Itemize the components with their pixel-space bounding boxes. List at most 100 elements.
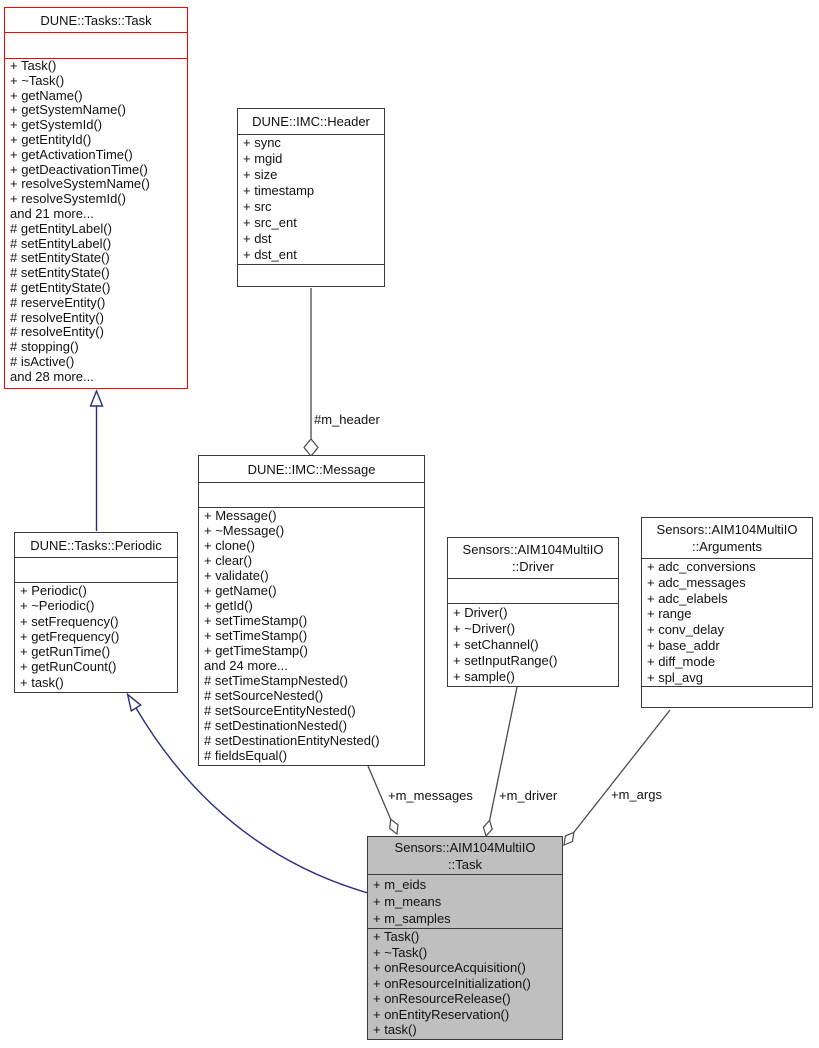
member-line: + setTimeStamp(): [204, 628, 308, 643]
member-line: + getRunCount(): [20, 659, 117, 675]
member-line: + Task(): [373, 929, 420, 944]
class-title-text: DUNE::Tasks::Periodic: [30, 537, 162, 553]
member-line: and 28 more...: [10, 368, 94, 384]
member-line: + resolveSystemId(): [10, 191, 126, 207]
class-attributes: [448, 578, 618, 603]
member-line: + Driver(): [453, 605, 508, 620]
member-line: # setSourceNested(): [204, 688, 324, 703]
member-line: + resolveSystemName(): [10, 176, 150, 192]
member-line: + m_samples: [373, 911, 451, 926]
member-line: # setDestinationEntityNested(): [204, 733, 380, 748]
member-line: + task(): [373, 1022, 417, 1037]
member-line: # isActive(): [10, 353, 75, 369]
member-line: + getName(): [204, 583, 277, 598]
member-line: + conv_delay: [647, 622, 724, 638]
member-line: + getFrequency(): [20, 628, 120, 644]
member-line: # getEntityState(): [10, 279, 111, 295]
edge-label-m-header: #m_header: [314, 412, 380, 427]
member-line: + onEntityReservation(): [373, 1006, 510, 1022]
class-box-sensors-aim104multiio-task: Sensors::AIM104MultiIO ::Task + m_eids+ …: [367, 836, 563, 1040]
inheritance-arrowhead-task: [89, 389, 104, 407]
edge-m-messages: [367, 765, 392, 820]
member-line: and 21 more...: [10, 205, 94, 221]
member-line: + getId(): [204, 598, 253, 613]
member-line: + adc_elabels: [647, 590, 728, 606]
class-box-sensors-aim104multiio-driver[interactable]: Sensors::AIM104MultiIO ::Driver + Driver…: [447, 537, 619, 687]
aggregation-diamond-m-header: [303, 438, 319, 457]
class-methods: [238, 264, 384, 286]
member-line: + ~Message(): [204, 523, 285, 538]
member-line: + mgid: [243, 151, 283, 166]
member-line: # setSourceEntityNested(): [204, 703, 356, 718]
member-line: + timestamp: [243, 183, 315, 198]
class-box-dune-imc-header[interactable]: DUNE::IMC::Header + sync+ mgid+ size+ ti…: [237, 108, 385, 287]
class-box-dune-tasks-task[interactable]: DUNE::Tasks::Task + Task()+ ~Task()+ get…: [4, 7, 188, 389]
member-line: + getEntityId(): [10, 131, 92, 147]
class-attributes: + adc_conversions+ adc_messages+ adc_ela…: [642, 558, 812, 686]
member-line: + base_addr: [647, 637, 720, 653]
class-methods: + Task()+ ~Task()+ onResourceAcquisition…: [368, 928, 562, 1039]
member-line: + sync: [243, 135, 281, 150]
edge-m-driver: [488, 686, 518, 821]
member-line: + spl_avg: [647, 669, 704, 685]
member-line: # stopping(): [10, 339, 79, 355]
edge-inheritance-aim104task-to-periodic: [135, 707, 369, 894]
member-line: and 24 more...: [204, 658, 288, 673]
aggregation-diamond-m-messages: [389, 818, 399, 836]
member-line: # setDestinationNested(): [204, 718, 348, 733]
class-methods: + Driver()+ ~Driver()+ setChannel()+ set…: [448, 603, 618, 686]
member-line: + ~Periodic(): [20, 598, 95, 614]
member-line: + getTimeStamp(): [204, 643, 308, 658]
member-line: # resolveEntity(): [10, 324, 104, 340]
member-line: + getRunTime(): [20, 644, 111, 660]
class-title: Sensors::AIM104MultiIO ::Arguments: [642, 518, 812, 558]
member-line: + getActivationTime(): [10, 146, 133, 162]
member-line: + setTimeStamp(): [204, 613, 308, 628]
class-title-text: DUNE::IMC::Header: [252, 114, 370, 129]
aggregation-diamond-m-driver: [482, 819, 493, 838]
member-line: # setEntityLabel(): [10, 235, 112, 251]
member-line: + size: [243, 167, 278, 182]
member-line: + src: [243, 199, 272, 214]
class-title-text: Sensors::AIM104MultiIO: [462, 542, 604, 557]
class-box-dune-tasks-periodic[interactable]: DUNE::Tasks::Periodic + Periodic()+ ~Per…: [14, 532, 178, 693]
class-title: DUNE::IMC::Header: [238, 109, 384, 134]
class-title: DUNE::Tasks::Periodic: [15, 533, 177, 557]
class-box-sensors-aim104multiio-arguments[interactable]: Sensors::AIM104MultiIO ::Arguments + adc…: [641, 517, 813, 708]
member-line: + clone(): [204, 538, 255, 553]
member-line: + clear(): [204, 553, 253, 568]
member-line: + setInputRange(): [453, 653, 558, 668]
class-methods: + Task()+ ~Task()+ getName()+ getSystemN…: [5, 58, 187, 388]
member-line: + dst: [243, 231, 272, 246]
edge-label-m-args: +m_args: [611, 787, 662, 802]
class-attributes: + m_eids+ m_means+ m_samples: [368, 874, 562, 928]
member-line: # fieldsEqual(): [204, 748, 288, 763]
member-line: # setTimeStampNested(): [204, 673, 349, 688]
member-line: + onResourceAcquisition(): [373, 960, 526, 975]
class-attributes: [199, 482, 424, 507]
class-title-text: Sensors::AIM104MultiIO: [656, 522, 798, 537]
member-line: + diff_mode: [647, 653, 716, 669]
class-methods: [642, 686, 812, 707]
edge-label-m-driver: +m_driver: [499, 788, 558, 803]
edge-m-args: [573, 709, 671, 833]
class-title: DUNE::IMC::Message: [199, 456, 424, 482]
class-title: DUNE::Tasks::Task: [5, 8, 187, 32]
class-title-text: ::Arguments: [691, 539, 763, 554]
class-title-text: DUNE::IMC::Message: [247, 461, 376, 477]
class-box-dune-imc-message[interactable]: DUNE::IMC::Message + Message()+ ~Message…: [198, 455, 425, 766]
member-line: + src_ent: [243, 215, 297, 230]
inheritance-arrowhead-periodic: [126, 692, 142, 713]
member-line: # reserveEntity(): [10, 294, 106, 310]
member-line: + Periodic(): [20, 583, 87, 598]
class-title-text: ::Driver: [512, 559, 554, 574]
class-title: Sensors::AIM104MultiIO ::Driver: [448, 538, 618, 578]
member-line: + ~Task(): [373, 944, 428, 960]
class-methods: + Periodic()+ ~Periodic()+ setFrequency(…: [15, 582, 177, 692]
member-line: + adc_messages: [647, 574, 746, 590]
member-line: + sample(): [453, 669, 515, 684]
member-line: + dst_ent: [243, 247, 297, 262]
member-line: + onResourceRelease(): [373, 991, 511, 1006]
member-line: # resolveEntity(): [10, 309, 104, 325]
